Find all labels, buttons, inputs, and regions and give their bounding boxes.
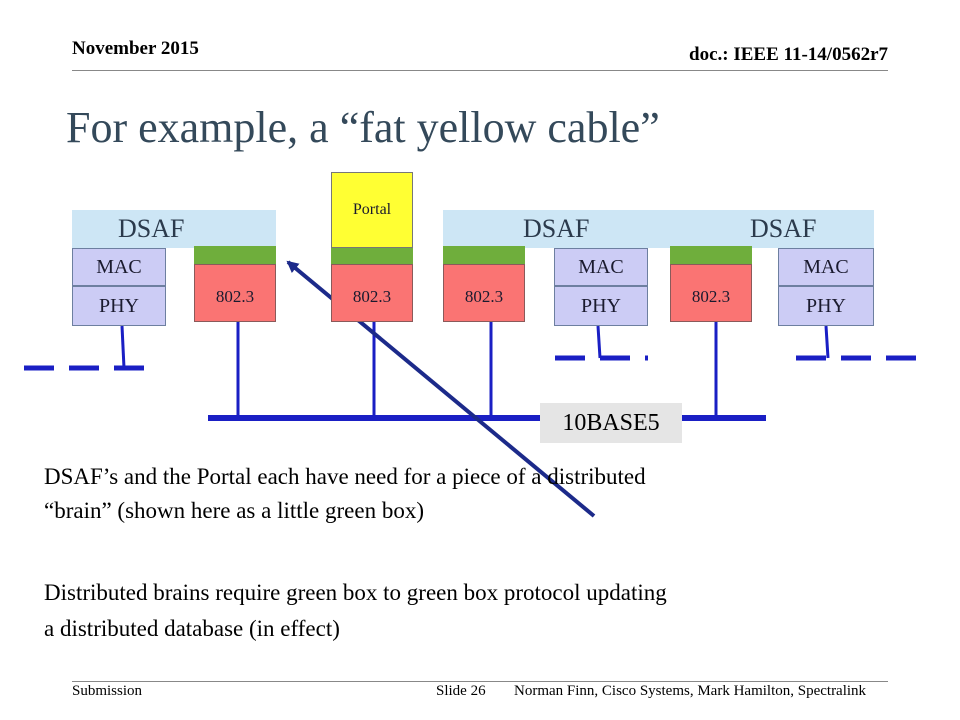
station-4-port: 802.3 (670, 264, 752, 322)
body-paragraph-2-line-1: Distributed brains require green box to … (44, 580, 667, 605)
station-1-port: 802.3 (194, 264, 276, 322)
phy-drop-3 (596, 325, 602, 359)
header-doc-id: doc.: IEEE 11-14/0562r7 (689, 44, 888, 65)
phy-drop-1 (120, 325, 126, 369)
station-4-brain-box (670, 246, 752, 264)
phy-drop-4 (824, 325, 830, 359)
station-4-mac: MAC (778, 248, 874, 286)
station-3-dsaf: DSAF (443, 210, 679, 248)
header-date: November 2015 (72, 38, 199, 59)
body-paragraph-1: DSAF’s and the Portal each have need for… (44, 460, 646, 528)
station-3-brain-box (443, 246, 525, 264)
station-1-brain-box (194, 246, 276, 264)
footer-submission: Submission (72, 683, 143, 699)
footer-slide-number: Slide 26 (436, 683, 486, 699)
portal-box: Portal (331, 172, 413, 248)
body-paragraph-1-line-2: “brain” (shown here as a little green bo… (44, 498, 424, 523)
station-3-phy: PHY (554, 286, 648, 326)
body-paragraph-2: Distributed brains require green box to … (44, 576, 667, 646)
station-4-phy: PHY (778, 286, 874, 326)
station-2-port: 802.3 (331, 264, 413, 322)
header-divider (72, 70, 888, 71)
station-1-phy: PHY (72, 286, 166, 326)
footer-authors: Norman Finn, Cisco Systems, Mark Hamilto… (514, 683, 867, 699)
body-paragraph-1-line-1: DSAF’s and the Portal each have need for… (44, 464, 646, 489)
station-4-dsaf: DSAF (670, 210, 874, 248)
station-2-brain-box (331, 248, 413, 264)
slide-title: For example, a “fat yellow cable” (66, 103, 660, 152)
footer-divider (72, 681, 888, 682)
station-1-mac: MAC (72, 248, 166, 286)
station-3-port: 802.3 (443, 264, 525, 322)
cable-label: 10BASE5 (540, 403, 682, 443)
station-1-dsaf: DSAF (72, 210, 276, 248)
station-3-mac: MAC (554, 248, 648, 286)
body-paragraph-2-line-2: a distributed database (in effect) (44, 616, 340, 641)
